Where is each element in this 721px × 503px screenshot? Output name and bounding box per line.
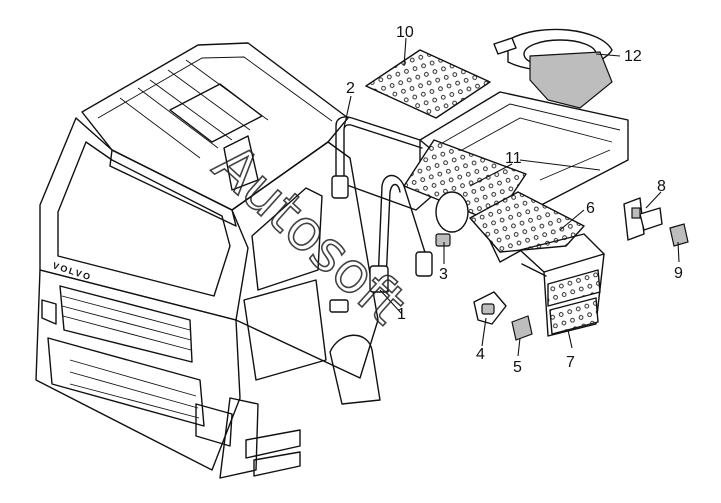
callout-1: 1 — [397, 306, 406, 323]
clip-5 — [511, 315, 533, 341]
mount-bracket-4 — [473, 291, 507, 325]
truck-cab — [35, 42, 381, 479]
callout-4: 4 — [476, 346, 485, 363]
callout-6: 6 — [586, 200, 595, 217]
callout-11: 11 — [505, 150, 522, 167]
callout-7: 7 — [566, 354, 575, 371]
step-ladder-7 — [519, 233, 605, 337]
watermark-text: Autosoft — [201, 132, 419, 337]
callout-8: 8 — [657, 178, 666, 195]
callout-2: 2 — [346, 80, 355, 97]
callout-5: 5 — [513, 359, 522, 376]
callout-10: 10 — [396, 24, 414, 41]
rear-handle-1 — [369, 174, 433, 293]
platform-plate-10 — [365, 49, 491, 119]
callout-12: 12 — [624, 48, 642, 65]
handle-bracket-3 — [435, 191, 469, 247]
callout-3: 3 — [439, 266, 448, 283]
callout-9: 9 — [674, 265, 683, 282]
fifth-wheel-12 — [493, 28, 613, 109]
clip-9 — [669, 223, 689, 247]
bracket-8 — [623, 197, 663, 241]
leader-lines — [343, 37, 680, 357]
